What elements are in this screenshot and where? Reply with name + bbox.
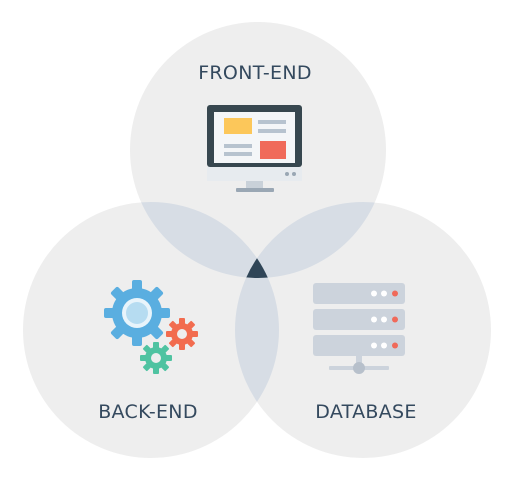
gears-icon — [104, 280, 198, 374]
server-icon — [313, 283, 405, 374]
back-end-label: BACK-END — [98, 401, 198, 423]
database-label: DATABASE — [315, 401, 416, 423]
frontend-backend-overlap — [130, 202, 279, 278]
front-end-label: FRONT-END — [198, 62, 312, 84]
monitor-icon — [207, 105, 302, 192]
frontend-database-overlap — [235, 202, 386, 278]
